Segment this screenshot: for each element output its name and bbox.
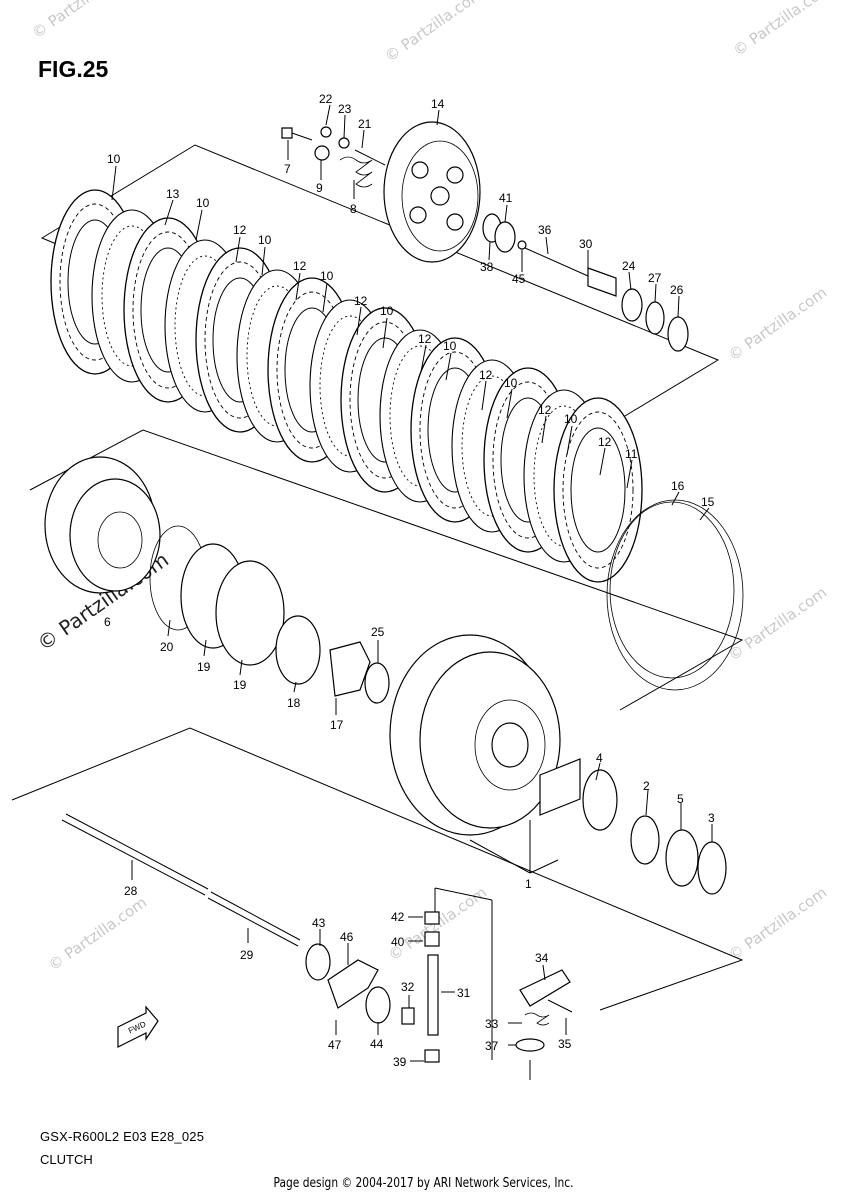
- figure-name: CLUTCH: [40, 1152, 93, 1167]
- callout-12: 12: [293, 259, 307, 273]
- callout-10: 10: [380, 304, 394, 318]
- callout-42: 42: [391, 910, 405, 924]
- callout-22: 22: [319, 92, 333, 106]
- callout-26: 26: [670, 283, 684, 297]
- callout-1: 1: [525, 877, 532, 891]
- callout-10: 10: [258, 233, 272, 247]
- callout-40: 40: [391, 935, 405, 949]
- callout-32: 32: [401, 980, 415, 994]
- callout-12: 12: [538, 403, 552, 417]
- watermark-text: © Partzilla.com: [725, 283, 830, 364]
- callout-29: 29: [240, 948, 254, 962]
- callout-6: 6: [104, 615, 111, 629]
- callout-47: 47: [328, 1038, 342, 1052]
- callout-19: 19: [233, 678, 247, 692]
- callout-13: 13: [166, 187, 180, 201]
- spring-ring: [606, 499, 744, 691]
- page-footer: Page design © 2004-2017 by ARI Network S…: [273, 1176, 574, 1191]
- callout-34: 34: [535, 951, 549, 965]
- callout-12: 12: [354, 294, 368, 308]
- pressure-plate: [383, 121, 481, 263]
- callout-10: 10: [443, 339, 457, 353]
- callout-7: 7: [284, 162, 291, 176]
- callout-10: 10: [320, 269, 334, 283]
- callout-30: 30: [579, 237, 593, 251]
- callout-12: 12: [598, 435, 612, 449]
- callout-4: 4: [596, 751, 603, 765]
- callout-39: 39: [393, 1055, 407, 1069]
- watermark-text: © Partzilla.com: [45, 893, 150, 974]
- callout-9: 9: [316, 181, 323, 195]
- callout-36: 36: [538, 223, 552, 237]
- watermark-text: © Partzilla.com: [730, 0, 835, 60]
- callout-21: 21: [358, 117, 372, 131]
- callout-12: 12: [233, 223, 247, 237]
- callout-44: 44: [370, 1037, 384, 1051]
- callout-10: 10: [504, 376, 518, 390]
- callout-8: 8: [350, 202, 357, 216]
- model-code: GSX-R600L2 E03 E28_025: [40, 1129, 205, 1144]
- callout-27: 27: [648, 271, 662, 285]
- callout-45: 45: [512, 272, 526, 286]
- callout-3: 3: [708, 811, 715, 825]
- callout-5: 5: [677, 792, 684, 806]
- hub-washers-group: [149, 525, 390, 704]
- callout-11: 11: [625, 447, 638, 461]
- callout-16: 16: [671, 479, 685, 493]
- callout-41: 41: [499, 191, 513, 205]
- callout-31: 31: [457, 986, 471, 1000]
- release-mechanism-group: [305, 911, 573, 1063]
- callout-15: 15: [701, 495, 715, 509]
- callout-20: 20: [160, 640, 174, 654]
- callout-17: 17: [330, 718, 344, 732]
- callout-23: 23: [338, 102, 352, 116]
- watermark-text: © Partzilla.com: [725, 583, 830, 664]
- callout-28: 28: [124, 884, 138, 898]
- fwd-arrow-icon: FWD: [117, 1005, 159, 1048]
- callout-46: 46: [340, 930, 354, 944]
- gear-bearings: [539, 758, 727, 895]
- callout-33: 33: [485, 1017, 499, 1031]
- callout-25: 25: [371, 625, 385, 639]
- callout-10: 10: [564, 412, 578, 426]
- callout-24: 24: [622, 259, 636, 273]
- callout-43: 43: [312, 916, 326, 930]
- callout-labels: 1 2 3 4 5 6 7 8 9 10 10 10 10 10 10 10 1…: [104, 92, 715, 1069]
- push-rods: [61, 813, 301, 947]
- callout-18: 18: [287, 696, 301, 710]
- watermark-text: © Partzilla.com: [381, 0, 486, 65]
- callout-2: 2: [643, 779, 650, 793]
- callout-38: 38: [480, 260, 494, 274]
- callout-35: 35: [558, 1037, 572, 1051]
- callout-37: 37: [485, 1039, 499, 1053]
- callout-14: 14: [431, 97, 445, 111]
- callout-12: 12: [418, 332, 432, 346]
- callout-12: 12: [479, 368, 493, 382]
- clutch-hub: [44, 456, 161, 594]
- callout-10: 10: [107, 152, 121, 166]
- watermark-text: © Partzilla.com: [29, 0, 134, 42]
- primary-driven-gear: [389, 634, 561, 836]
- spring-bolt-group: [281, 126, 386, 188]
- lower-boundary-line: [11, 727, 744, 1011]
- callout-19: 19: [197, 660, 211, 674]
- callout-10: 10: [196, 196, 210, 210]
- watermark-text: © Partzilla.com: [725, 883, 830, 964]
- figure-title: FIG.25: [38, 56, 109, 82]
- leader-lines: [111, 104, 713, 1080]
